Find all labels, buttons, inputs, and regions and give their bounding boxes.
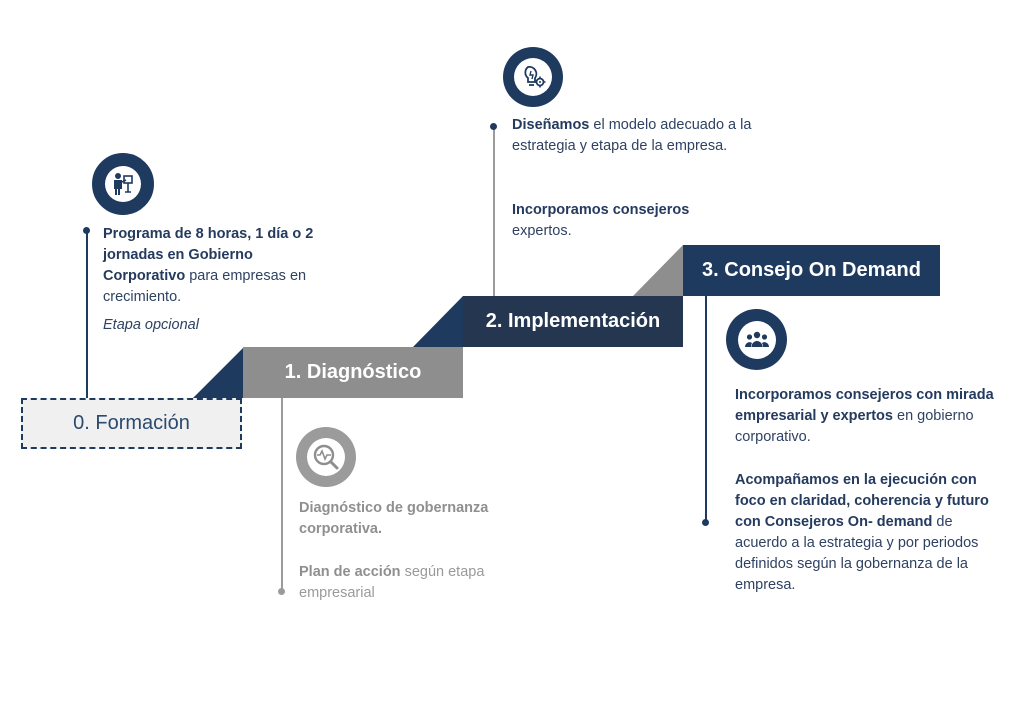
stage-consejo: 3. Consejo On Demand (683, 245, 940, 296)
diagnostico-p2-text: según etapa empresarial (299, 564, 485, 601)
diagnostico-dot (278, 588, 285, 595)
diagnostico-p1-bold: Diagnóstico de gobernanza corporativa. (299, 500, 489, 537)
stage-formacion: 0. Formación (21, 398, 242, 449)
formacion-bold-text: Programa de 8 horas, 1 día o 2 jornadas … (103, 226, 314, 284)
presenter-icon (105, 166, 141, 202)
formacion-text: para empresas en crecimiento. (103, 268, 307, 305)
consejo-p2-bold: Acompañamos en la ejecución con foco en … (735, 472, 989, 530)
implementacion-p2-bold: Incorporamos consejeros (512, 202, 690, 218)
connector-diagnostico-implementacion (413, 296, 463, 347)
diagnostico-icon-circle (296, 427, 356, 487)
bulb-gear-icon (514, 58, 552, 96)
implementacion-connector-line (493, 126, 495, 296)
formacion-connector-line (86, 230, 88, 398)
diagnostico-p2: Plan de acción según etapa empresarial (299, 562, 514, 604)
connector-implementacion-consejo (633, 245, 683, 296)
formacion-icon-circle (92, 153, 154, 215)
implementacion-p1-text: el modelo adecuado a la estrategia y eta… (512, 117, 752, 154)
stage-formacion-label: 0. Formación (73, 412, 190, 434)
stage-diagnostico: 1. Diagnóstico (243, 347, 463, 398)
group-icon (737, 320, 776, 359)
formacion-description: Programa de 8 horas, 1 día o 2 jornadas … (103, 224, 333, 308)
connector-formacion-diagnostico (193, 348, 243, 398)
stage-implementacion-label: 2. Implementación (485, 310, 661, 332)
consejo-dot (702, 519, 709, 526)
consejo-p1: Incorporamos consejeros con mirada empre… (735, 385, 1000, 448)
stage-implementacion: 2. Implementación (463, 296, 683, 347)
implementacion-icon-circle (503, 47, 563, 107)
stage-consejo-label: 3. Consejo On Demand (702, 259, 921, 281)
diagnostico-p1: Diagnóstico de gobernanza corporativa. (299, 498, 514, 540)
formacion-note: Etapa opcional (103, 317, 199, 333)
magnifier-pulse-icon (307, 438, 345, 476)
implementacion-p2: Incorporamos consejeros expertos. (512, 200, 742, 242)
diagnostico-p2-bold: Plan de acción (299, 564, 401, 580)
consejo-p1-text: en gobierno corporativo. (735, 408, 974, 445)
consejo-connector-line (705, 296, 707, 524)
consejo-p1-bold: Incorporamos consejeros con mirada empre… (735, 387, 994, 424)
consejo-p2: Acompañamos en la ejecución con foco en … (735, 470, 1003, 596)
consejo-p2-text: de acuerdo a la estrategia y por periodo… (735, 514, 979, 593)
consejo-icon-circle (726, 309, 787, 370)
formacion-dot (83, 227, 90, 234)
implementacion-p1-bold: Diseñamos (512, 117, 590, 133)
implementacion-p2-text: expertos. (512, 223, 572, 239)
implementacion-dot (490, 123, 497, 130)
stage-diagnostico-label: 1. Diagnóstico (284, 361, 422, 383)
implementacion-p1: Diseñamos el modelo adecuado a la estrat… (512, 115, 752, 157)
diagnostico-connector-line (281, 398, 283, 591)
